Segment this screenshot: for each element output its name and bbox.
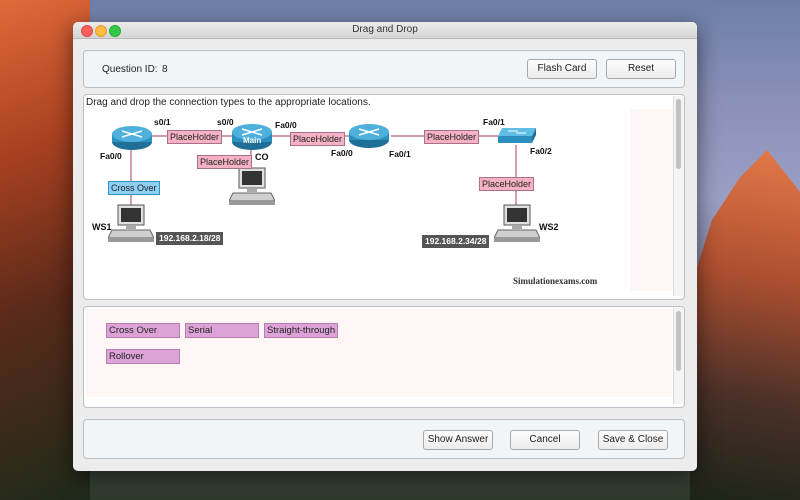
bank-item-straight-through[interactable]: Straight-through <box>264 323 338 338</box>
flash-card-button[interactable]: Flash Card <box>527 59 597 79</box>
question-id-value: 8 <box>162 64 168 75</box>
main-fa00-label: Fa0/0 <box>275 120 297 130</box>
ws1-ip-address: 192.168.2.18/28 <box>156 232 224 245</box>
minimize-window-button[interactable] <box>95 25 107 37</box>
question-id-label: Question ID: <box>102 64 158 75</box>
answer-bank-panel: Cross Over Serial Straight-through Rollo… <box>83 306 685 408</box>
switch-icon <box>498 128 536 143</box>
drop-target-r3-switch[interactable]: PlaceHolder <box>424 130 480 144</box>
main-s00-label: s0/0 <box>217 117 234 127</box>
watermark: Simulationexams.com <box>513 276 598 286</box>
ws1-label: WS1 <box>92 222 112 232</box>
title-bar[interactable]: Drag and Drop <box>73 22 697 39</box>
router-main-icon <box>232 124 272 150</box>
diagram-scrollbar[interactable] <box>673 96 684 296</box>
r3-fa01-label: Fa0/1 <box>389 149 411 159</box>
reset-button[interactable]: Reset <box>606 59 676 79</box>
answer-bank: Cross Over Serial Straight-through Rollo… <box>86 309 672 397</box>
bank-item-rollover[interactable]: Rollover <box>106 349 180 364</box>
save-close-button[interactable]: Save & Close <box>598 430 668 450</box>
footer-panel: Show Answer Cancel Save & Close <box>83 419 685 459</box>
question-header-panel: Question ID: 8 Flash Card Reset <box>83 50 685 88</box>
bank-item-serial[interactable]: Serial <box>185 323 259 338</box>
r1-fa00-label: Fa0/0 <box>100 151 122 161</box>
router-1-icon <box>112 126 152 150</box>
network-diagram: Main <box>86 109 630 291</box>
drop-target-r1-main[interactable]: PlaceHolder <box>167 130 223 144</box>
drop-target-switch-ws2[interactable]: PlaceHolder <box>479 177 535 191</box>
bank-item-cross-over[interactable]: Cross Over <box>106 323 180 338</box>
router-3-icon <box>349 124 389 148</box>
ws1-computer-icon <box>108 204 154 242</box>
window-title: Drag and Drop <box>352 24 418 35</box>
diagram-right-margin <box>630 109 674 291</box>
ws2-ip-address: 192.168.2.34/28 <box>422 235 490 248</box>
diagram-panel: Drag and drop the connection types to th… <box>83 94 685 300</box>
ws2-label: WS2 <box>539 222 559 232</box>
cancel-button[interactable]: Cancel <box>510 430 580 450</box>
r3-fa00-label: Fa0/0 <box>331 148 353 158</box>
placed-crossover-chip[interactable]: Cross Over <box>108 181 160 195</box>
zoom-window-button[interactable] <box>109 25 121 37</box>
co-computer-icon <box>229 167 275 205</box>
router-main-label: Main <box>243 136 262 145</box>
diagram-scroll-thumb[interactable] <box>676 99 681 169</box>
sw-fa01-label: Fa0/1 <box>483 117 505 127</box>
show-answer-button[interactable]: Show Answer <box>423 430 493 450</box>
bank-scroll-thumb[interactable] <box>676 311 681 371</box>
desktop-wallpaper-right <box>690 150 800 500</box>
app-window: Drag and Drop Question ID: 8 Flash Card … <box>73 22 697 471</box>
drop-target-main-co[interactable]: PlaceHolder <box>197 155 253 169</box>
bank-scrollbar[interactable] <box>673 308 684 404</box>
sw-fa02-label: Fa0/2 <box>530 146 552 156</box>
instruction-text: Drag and drop the connection types to th… <box>86 97 371 108</box>
close-window-button[interactable] <box>81 25 93 37</box>
drop-target-main-r3[interactable]: PlaceHolder <box>290 132 346 146</box>
r1-s01-label: s0/1 <box>154 117 171 127</box>
co-label: CO <box>255 152 269 162</box>
ws2-computer-icon <box>494 204 540 242</box>
